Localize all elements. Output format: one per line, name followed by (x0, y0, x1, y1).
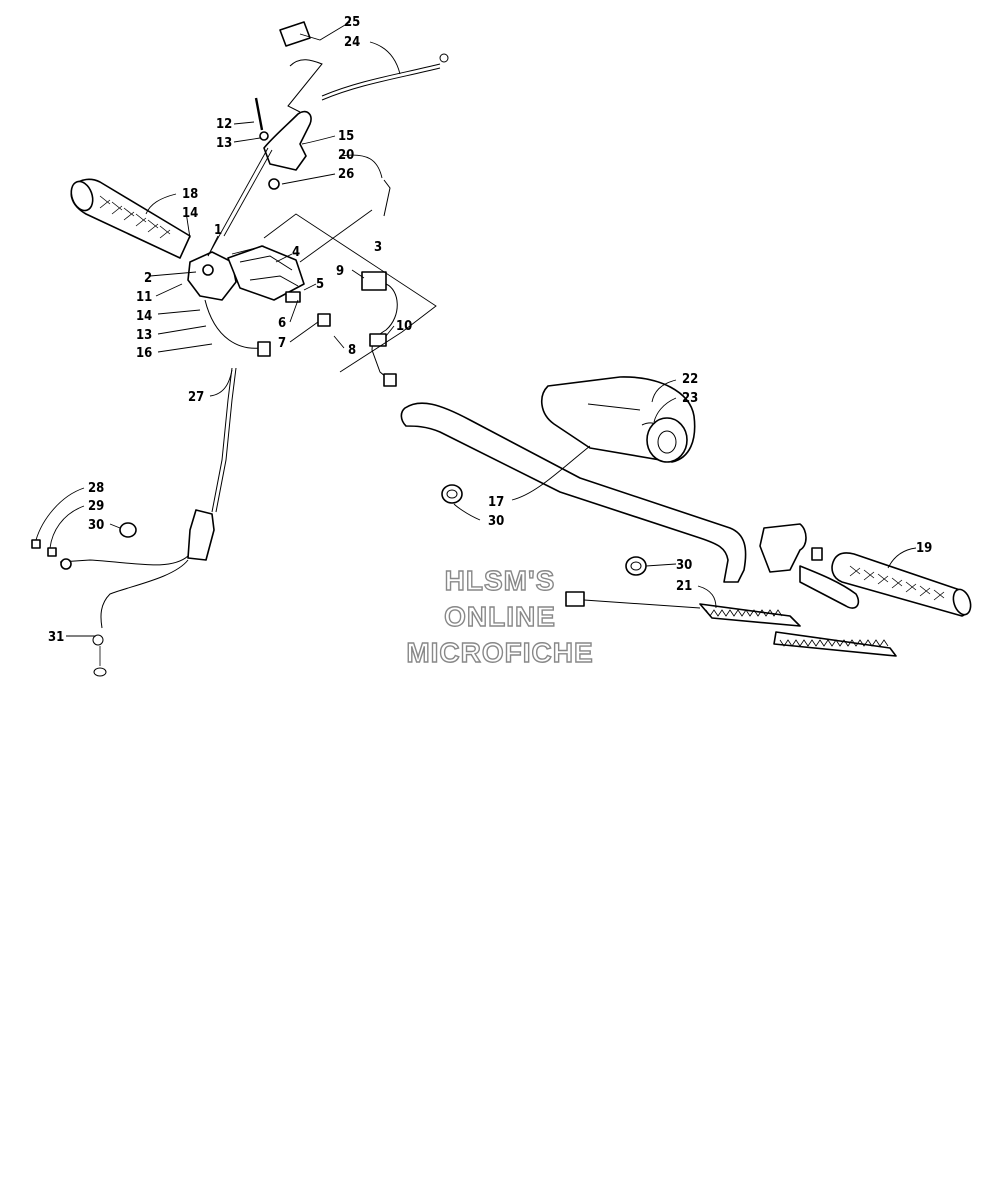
brake-lever-part-15 (254, 97, 312, 190)
callout-9: 9 (336, 264, 344, 279)
fittings-part-28 (31, 522, 137, 570)
callout-25: 25 (344, 15, 360, 30)
callout-6: 6 (278, 316, 286, 331)
callout-18: 18 (182, 187, 198, 202)
callout-12: 12 (216, 117, 232, 132)
callout-31: 31 (48, 630, 64, 645)
callout-14: 14 (182, 206, 198, 221)
callout-2: 2 (144, 271, 152, 286)
left-grip-part-18 (70, 178, 191, 259)
callout-14b: 14 (136, 309, 152, 324)
callout-8: 8 (348, 343, 356, 358)
cable-part-20 (299, 179, 391, 263)
callout-30b: 30 (488, 514, 504, 529)
watermark-line-1: HLSM'S (445, 565, 556, 596)
callout-4: 4 (292, 245, 300, 260)
callout-17: 17 (488, 495, 504, 510)
callout-20: 20 (338, 148, 354, 163)
callout-29: 29 (88, 499, 104, 514)
assembly-outline-part-3 (263, 213, 437, 373)
handlebar-pad-part-22 (541, 376, 696, 463)
callout-26: 26 (338, 167, 354, 182)
callout-24: 24 (344, 35, 360, 50)
callouts: 25 24 12 13 15 20 26 18 14 1 3 4 2 5 9 1… (48, 15, 932, 645)
throttle-housing-part-1 (187, 245, 331, 357)
callout-22: 22 (682, 372, 698, 387)
leader-lines (35, 21, 917, 637)
clamp-part-30 (441, 484, 647, 576)
callout-28: 28 (88, 481, 104, 496)
callout-30c: 30 (676, 558, 692, 573)
callout-27: 27 (188, 390, 204, 405)
watermark-line-3: MICROFICHE (406, 637, 593, 668)
watermark: HLSM'S ONLINE MICROFICHE (406, 564, 594, 668)
callout-23: 23 (682, 391, 698, 406)
callout-11: 11 (136, 290, 152, 305)
callout-13b: 13 (136, 328, 152, 343)
callout-19: 19 (916, 541, 932, 556)
callout-15: 15 (338, 129, 354, 144)
callout-3: 3 (374, 240, 382, 255)
handlebar-part-17 (400, 402, 747, 583)
callout-1: 1 (214, 223, 222, 238)
callout-7: 7 (278, 336, 286, 351)
throttle-cable-part-27 (59, 367, 237, 677)
right-grip-part-19 (831, 552, 972, 617)
master-cylinder (759, 523, 860, 609)
kill-switch-part-9 (361, 271, 398, 387)
callout-13: 13 (216, 136, 232, 151)
cable-part-24 (279, 21, 449, 113)
callout-21: 21 (676, 579, 692, 594)
callout-5: 5 (316, 277, 324, 292)
heater-element-part-21 (565, 591, 897, 657)
callout-30a: 30 (88, 518, 104, 533)
watermark-line-2: ONLINE (444, 601, 556, 632)
callout-16: 16 (136, 346, 152, 361)
callout-10: 10 (396, 319, 412, 334)
